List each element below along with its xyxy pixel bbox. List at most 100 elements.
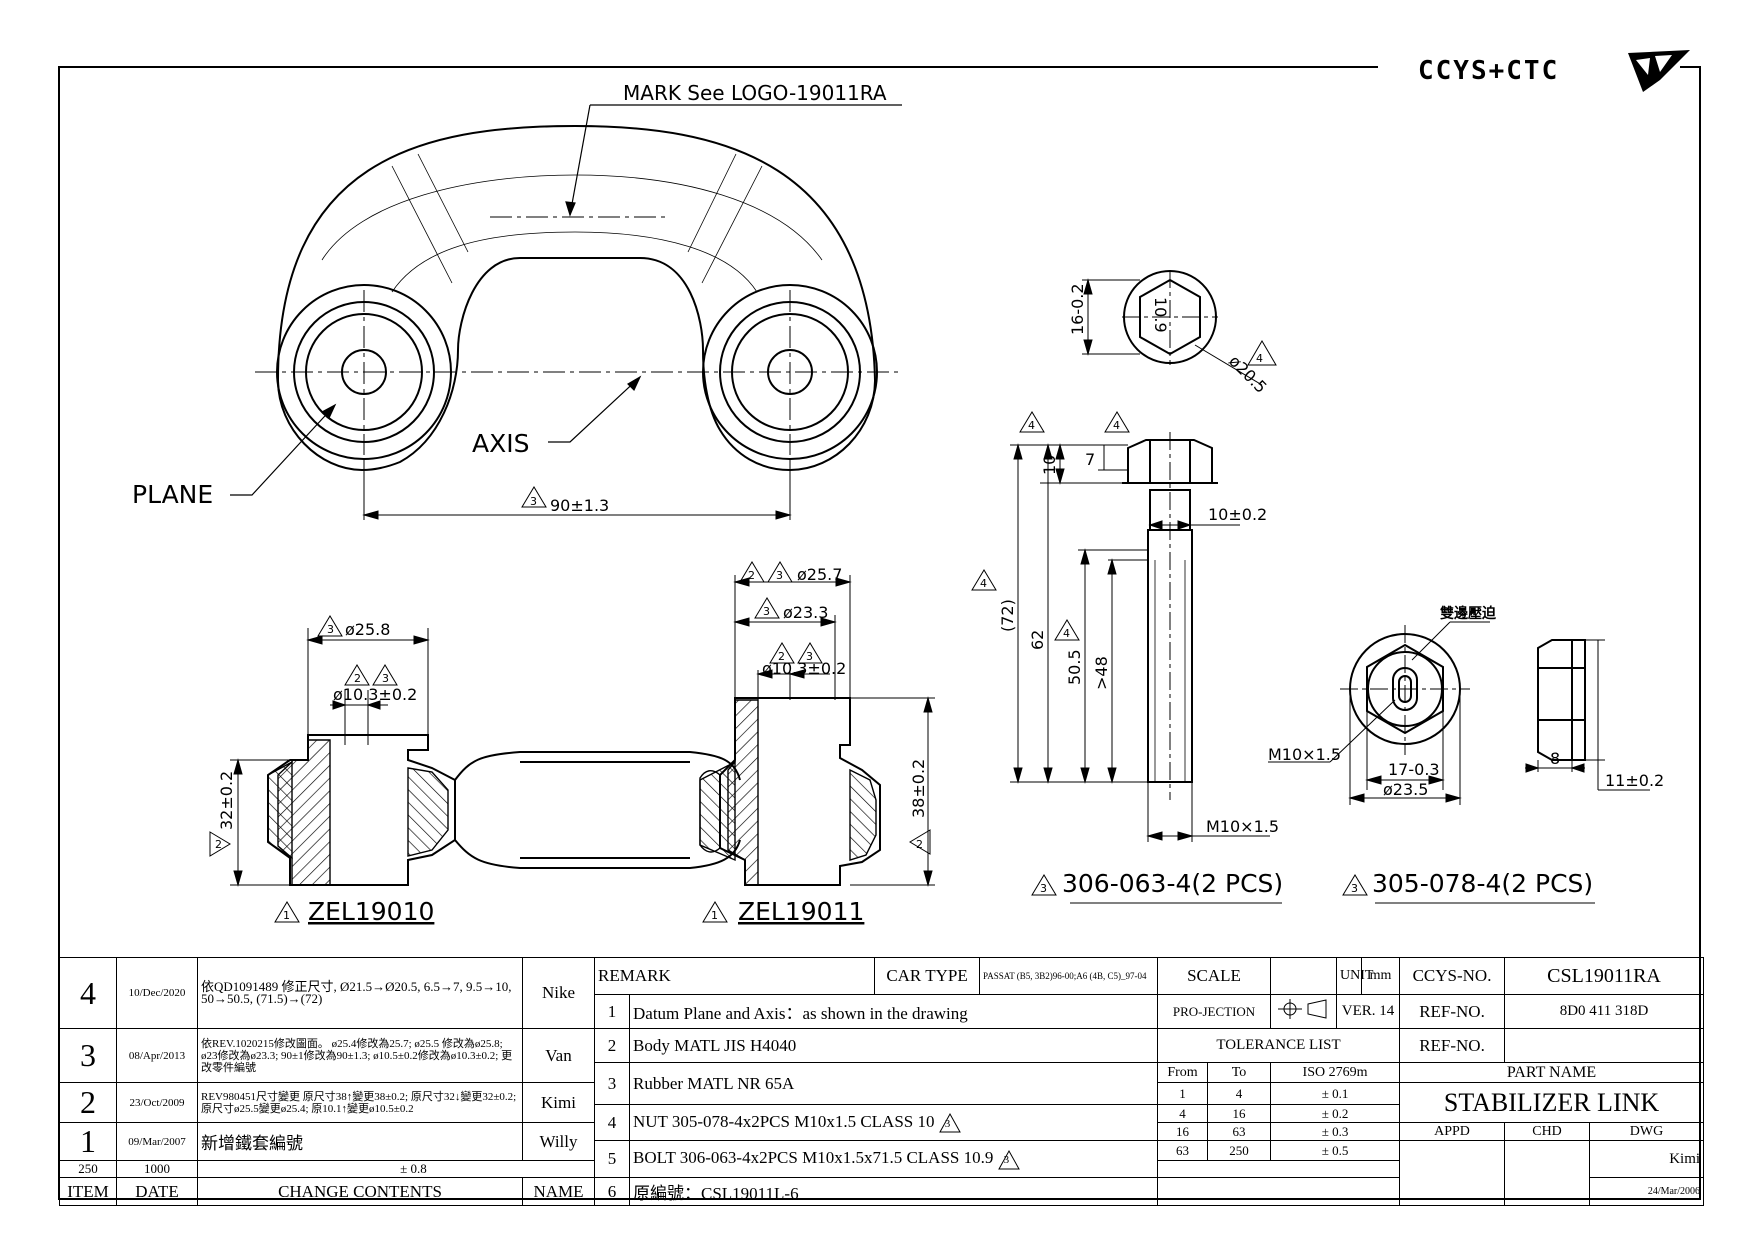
tol-header-to: To <box>1207 1062 1272 1083</box>
rev-tri-b2: 4 <box>1028 419 1035 432</box>
rev-name-4: Nike <box>522 957 595 1029</box>
tol-cell: 63 <box>1157 1140 1209 1161</box>
tol-cell: 250 <box>59 1160 117 1178</box>
dim-90: 90±1.3 <box>550 496 609 515</box>
remark-rev-5: 3 <box>1003 1154 1010 1167</box>
part-name-label: PART NAME <box>1399 1062 1705 1083</box>
axis-label: AXIS <box>472 429 529 458</box>
tol-cell: 1000 <box>116 1160 198 1178</box>
chd-value <box>1504 1140 1591 1206</box>
tol-cell: 250 <box>1207 1140 1272 1161</box>
dim-nut-thick: 8 <box>1550 749 1560 768</box>
car-type-value: PASSAT (B5, 3B2)96-00;A6 (4B, C5)_97-04 <box>979 957 1159 995</box>
remark-no-1: 1 <box>594 994 630 1029</box>
title-block: 4 10/Dec/2020 依QD1091489 修正尺寸, Ø21.5→Ø20… <box>59 957 1705 1206</box>
remark-text-2: Body MATL JIS H4040 <box>628 1028 1159 1063</box>
rev-name-1: Willy <box>522 1122 595 1161</box>
dim-hex-dia: ø20.5 <box>1225 351 1271 397</box>
unit-label: UNIT <box>1336 957 1373 995</box>
nut-view: 雙邊壓迫 M10×1.5 17-0.3 ø23.5 8 11±0.2 3 305… <box>1268 605 1664 904</box>
ccys-no-value: CSL19011RA <box>1504 957 1705 995</box>
tolerance-title: TOLERANCE LIST <box>1157 1028 1401 1063</box>
tol-header-iso: ISO 2769m <box>1270 1062 1401 1083</box>
remark-text-1: Datum Plane and Axis：as shown in the dra… <box>628 994 1159 1029</box>
dim-dia-hole-left: ø10.3±0.2 <box>333 685 417 704</box>
rev-tri-r4: 2 <box>778 650 785 663</box>
dim-height-right: 38±0.2 <box>909 759 928 818</box>
remark-no-2: 2 <box>594 1028 630 1063</box>
dim-height-left: 32±0.2 <box>217 771 236 830</box>
dim-thread-nut: M10×1.5 <box>1268 745 1341 764</box>
dim-dia-mid-right: ø23.3 <box>783 603 828 622</box>
rev-tri-r3: 3 <box>763 605 770 618</box>
rev-date-1: 09/Mar/2007 <box>116 1122 198 1161</box>
mark-note: MARK See LOGO-19011RA <box>623 81 887 105</box>
dim-hex-size: 16-0.2 <box>1068 283 1087 335</box>
dwg-label: DWG <box>1589 1122 1705 1141</box>
chd-label: CHD <box>1504 1122 1591 1141</box>
car-type-label: CAR TYPE <box>874 957 981 995</box>
scale-value <box>1270 957 1338 995</box>
rev-header-date: DATE <box>116 1177 198 1206</box>
projection-symbol-icon <box>1270 994 1338 1029</box>
part-no-bolt: 306-063-4(2 PCS) <box>1062 869 1283 898</box>
rev-content-4: 依QD1091489 修正尺寸, Ø21.5→Ø20.5, 6.5→7, 9.5… <box>197 957 523 1029</box>
rev-tri-l5: 1 <box>283 909 290 922</box>
rev-tri-r2: 3 <box>776 569 783 582</box>
dim-dia-top-right: ø25.7 <box>797 565 842 584</box>
rev-date-2: 23/Oct/2009 <box>116 1082 198 1123</box>
rev-tri-b6: 3 <box>1040 882 1047 895</box>
tol-cell: 4 <box>1207 1082 1272 1105</box>
part-no-nut: 305-078-4(2 PCS) <box>1372 869 1593 898</box>
rev-tri-l4: 2 <box>215 838 222 851</box>
rev-tri-l2: 2 <box>354 672 361 685</box>
dim-len-total: (72) <box>998 599 1017 632</box>
ref-no-value: 8D0 411 318D <box>1504 994 1705 1029</box>
tol-cell: 4 <box>1157 1104 1209 1123</box>
rev-content-1: 新增鐵套編號 <box>197 1122 523 1161</box>
remark-text-3: Rubber MATL NR 65A <box>628 1062 1159 1105</box>
rev-tri-b5: 4 <box>1063 627 1070 640</box>
tol-cell: 63 <box>1207 1122 1272 1141</box>
rev-tri-l1: 3 <box>327 623 334 636</box>
dim-len-62: 62 <box>1028 630 1047 650</box>
dim-nut-af: 17-0.3 <box>1388 760 1440 779</box>
remark-text-5: BOLT 306-063-4x2PCS M10x1.5x71.5 CLASS 1… <box>633 1148 994 1168</box>
rev-triangle-icon <box>938 1113 961 1133</box>
ref-no-value-2 <box>1504 1028 1705 1063</box>
projection-label: PRO-JECTION <box>1157 994 1272 1029</box>
remark-text-4: NUT 305-078-4x2PCS M10x1.5 CLASS 10 <box>633 1111 935 1131</box>
dim-len-505: 50.5 <box>1065 649 1084 685</box>
tol-header-from: From <box>1157 1062 1209 1083</box>
nut-note: 雙邊壓迫 <box>1440 605 1497 622</box>
tol-cell: ± 0.1 <box>1270 1082 1401 1105</box>
rev-cell-2: 2 <box>59 1082 117 1123</box>
dim-head-7: 7 <box>1085 450 1095 469</box>
part-no-right: ZEL19011 <box>738 897 864 926</box>
tol-cell: 1 <box>1157 1082 1209 1105</box>
ref-no-label-2: REF-NO. <box>1399 1028 1506 1063</box>
rev-content-2: REV980451尺寸變更 原尺寸38↑變更38±0.2; 原尺寸32↓變更32… <box>197 1082 523 1123</box>
tol-cell: 16 <box>1157 1122 1209 1141</box>
remark-header: REMARK <box>593 957 876 995</box>
rev-cell-1: 1 <box>59 1122 117 1161</box>
section-right-view: 2 3 ø25.7 3 ø23.3 2 3 ø10.3±0.2 38±0.2 2… <box>699 561 935 926</box>
rev-name-2: Kimi <box>522 1082 595 1123</box>
rev-tri-b4: 4 <box>980 577 987 590</box>
rev-content-3: 依REV.1020215修改圖面。 ø25.4修改為25.7; ø25.5 修改… <box>197 1028 523 1083</box>
tol-cell: ± 0.5 <box>1270 1140 1401 1161</box>
ver-value: 14 <box>1379 1003 1395 1019</box>
dim-head-10: 10 <box>1040 455 1059 475</box>
tol-cell: ± 0.8 <box>197 1160 630 1178</box>
remark-no-4: 4 <box>594 1104 630 1141</box>
rev-header-name: NAME <box>522 1177 595 1206</box>
rev-tri-90: 3 <box>530 495 537 508</box>
tol-empty <box>1157 1177 1401 1206</box>
tol-cell: ± 0.2 <box>1270 1104 1401 1123</box>
remark-no-6: 6 <box>594 1177 630 1206</box>
dim-hex-af: 10.9 <box>1151 297 1170 333</box>
ver-label: VER. <box>1341 1003 1376 1019</box>
dim-len-48: >48 <box>1092 656 1111 690</box>
dim-nut-dia: ø23.5 <box>1383 780 1428 799</box>
